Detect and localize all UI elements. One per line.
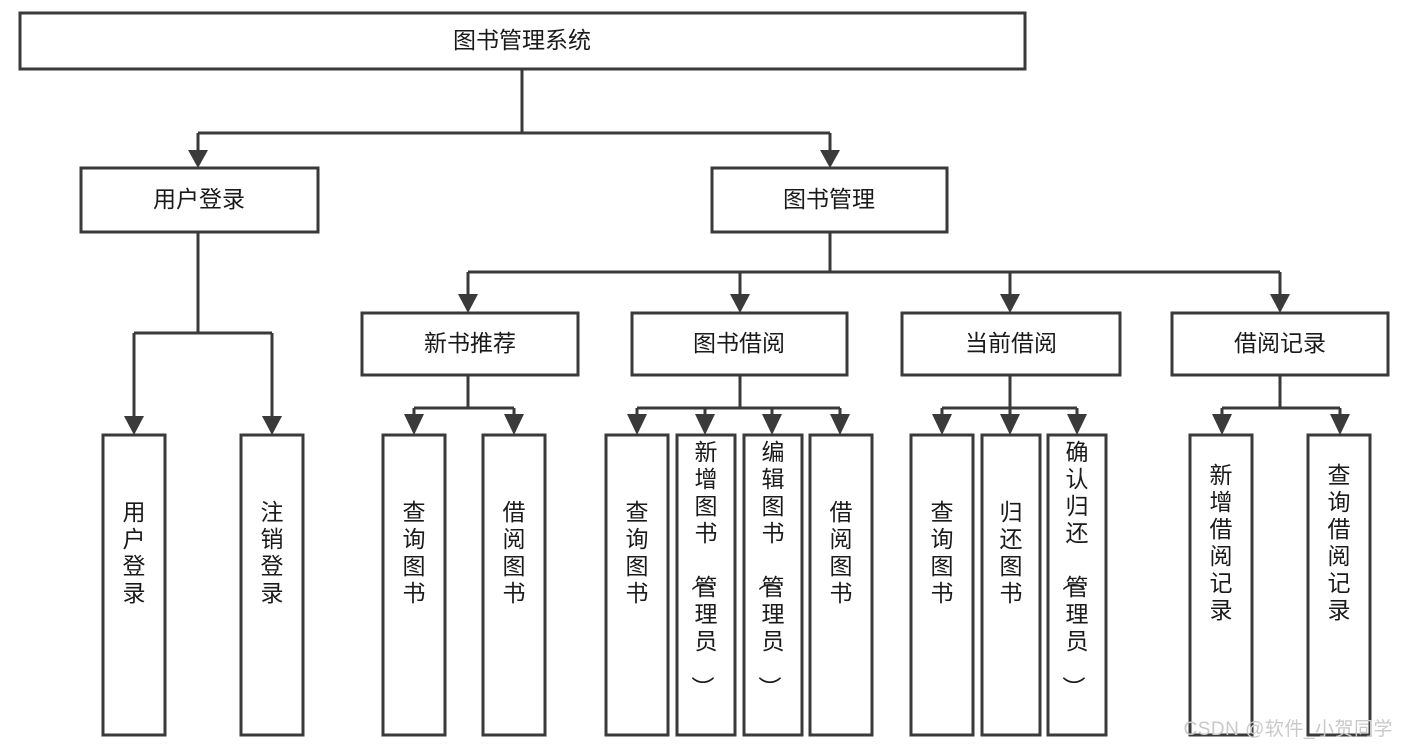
node-leaf-query-book-2[interactable]: 查询图书 [604,433,670,737]
leaf-borrow-book-2-label: 借阅图书 [830,499,853,606]
leaf-logout-label: 注销登录 [261,499,284,606]
leaf-borrow-book-1-label: 借阅图书 [503,499,526,606]
leaf-confirm-return-label: 确认归还（管理员） [1061,439,1089,699]
leaf-query-record-label: 查询借阅记录 [1328,462,1351,623]
arrow-leaf-logout [262,416,282,435]
arrow-leaf-add-record [1212,414,1232,435]
node-book-management[interactable]: 图书管理 [710,166,949,234]
arrow-to-current-borrow [1000,294,1020,313]
borrow-record-label: 借阅记录 [1234,330,1326,356]
book-management-box[interactable] [710,166,949,234]
arrow-to-book-management [820,150,840,168]
arrow-leaf-edit-book [762,414,782,435]
leaf-logout-box[interactable] [239,433,305,737]
leaf-query-book-2-label: 查询图书 [626,499,649,606]
arrow-leaf-user-login [124,416,144,435]
leaf-add-book-box[interactable] [675,433,737,737]
arrow-leaf-query-record [1330,414,1350,435]
root-box[interactable] [18,11,1027,71]
node-root[interactable]: 图书管理系统 [18,11,1027,71]
node-leaf-query-record[interactable]: 查询借阅记录 [1306,433,1372,737]
user-login-label: 用户登录 [153,186,245,212]
new-book-recommend-label: 新书推荐 [424,330,516,356]
leaf-add-record-box[interactable] [1188,433,1254,737]
leaf-return-book-box[interactable] [980,433,1042,737]
arrow-to-book-borrow [730,294,750,313]
node-leaf-query-book-3[interactable]: 查询图书 [909,433,975,737]
arrow-to-user-login [188,150,208,168]
book-borrow-label: 图书借阅 [693,330,785,356]
leaf-add-record-label: 新增借阅记录 [1210,462,1233,623]
node-leaf-add-record[interactable]: 新增借阅记录 [1188,433,1254,737]
arrow-leaf-borrow-book-1 [504,414,524,435]
node-new-book-recommend[interactable]: 新书推荐 [360,311,580,377]
leaf-confirm-return-box[interactable] [1046,433,1108,737]
node-leaf-confirm-return[interactable]: 确认归还（管理员） [1046,433,1108,737]
arrow-leaf-query-book-2 [627,414,647,435]
node-leaf-borrow-book-2[interactable]: 借阅图书 [808,433,874,737]
arrow-leaf-query-book-1 [404,414,424,435]
leaf-user-login-label: 用户登录 [123,499,146,606]
node-leaf-return-book[interactable]: 归还图书 [980,433,1042,737]
leaf-query-book-3-box[interactable] [909,433,975,737]
node-leaf-logout[interactable]: 注销登录 [239,433,305,737]
node-leaf-user-login[interactable]: 用户登录 [101,433,167,737]
leaf-user-login-box[interactable] [101,433,167,737]
leaf-query-book-1-label: 查询图书 [403,499,426,606]
arrow-to-borrow-record [1270,294,1290,313]
leaf-add-book-label: 新增图书（管理员） [690,439,718,699]
current-borrow-box[interactable] [900,311,1122,377]
current-borrow-label: 当前借阅 [965,330,1057,356]
arrow-leaf-add-book [695,414,715,435]
node-leaf-borrow-book-1[interactable]: 借阅图书 [481,433,547,737]
leaf-query-book-1-box[interactable] [381,433,447,737]
leaf-borrow-book-1-box[interactable] [481,433,547,737]
new-book-recommend-box[interactable] [360,311,580,377]
node-current-borrow[interactable]: 当前借阅 [900,311,1122,377]
node-user-login[interactable]: 用户登录 [79,166,320,234]
leaf-query-book-2-box[interactable] [604,433,670,737]
root-label: 图书管理系统 [453,27,591,53]
arrow-leaf-confirm-return [1067,414,1087,435]
leaf-return-book-label: 归还图书 [1000,499,1023,606]
csdn-watermark: CSDN @软件_小贺同学 [1183,719,1393,740]
book-borrow-box[interactable] [630,311,849,377]
leaf-query-record-box[interactable] [1306,433,1372,737]
node-leaf-query-book-1[interactable]: 查询图书 [381,433,447,737]
leaf-query-book-3-label: 查询图书 [931,499,954,606]
node-borrow-record[interactable]: 借阅记录 [1170,311,1390,377]
leaf-edit-book-box[interactable] [742,433,804,737]
arrow-leaf-query-book-3 [932,414,952,435]
node-leaf-add-book[interactable]: 新增图书（管理员） [675,433,737,737]
borrow-record-box[interactable] [1170,311,1390,377]
edge-layer [124,69,1350,435]
node-book-borrow[interactable]: 图书借阅 [630,311,849,377]
leaf-edit-book-label: 编辑图书（管理员） [757,439,785,699]
book-management-label: 图书管理 [783,186,875,212]
arrow-to-new-book-recommend [458,294,478,313]
arrow-leaf-borrow-book-2 [830,414,850,435]
leaf-borrow-book-2-box[interactable] [808,433,874,737]
node-leaf-edit-book[interactable]: 编辑图书（管理员） [742,433,804,737]
user-login-box[interactable] [79,166,320,234]
arrow-leaf-return-book [1000,414,1020,435]
